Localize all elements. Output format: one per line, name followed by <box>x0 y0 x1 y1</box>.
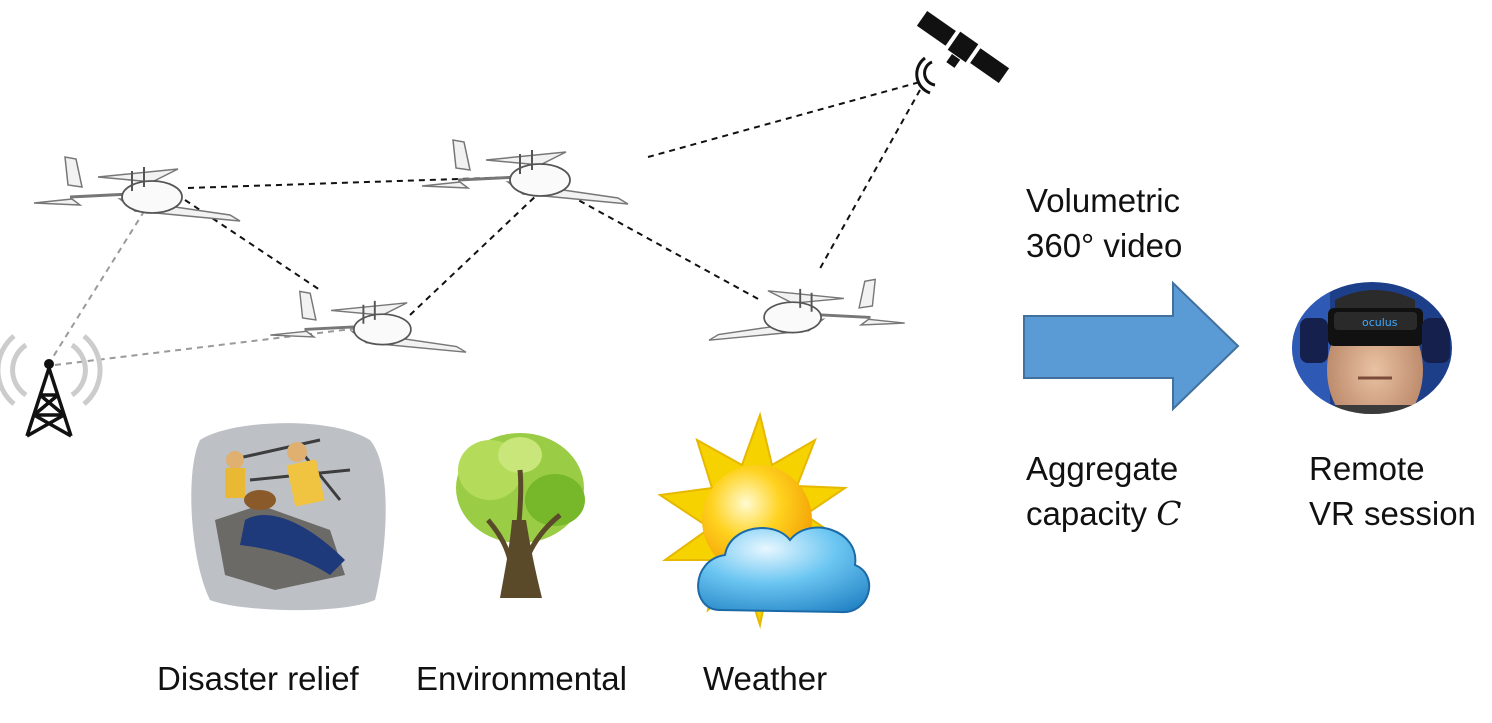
drone-icon <box>268 289 468 354</box>
capacity-prefix: capacity <box>1026 495 1157 532</box>
cell-tower-icon <box>0 334 103 438</box>
vr-label-line1: Remote <box>1309 450 1425 487</box>
vr-session-label: Remote VR session <box>1309 446 1476 536</box>
disaster-relief-label: Disaster relief <box>157 660 359 697</box>
tree-icon <box>456 433 585 598</box>
weather-label: Weather <box>703 660 828 697</box>
capacity-symbol: C <box>1156 494 1182 533</box>
video-label-line2: 360° video <box>1026 227 1183 264</box>
video-label-line1: Volumetric <box>1026 182 1181 219</box>
link-d2-d3 <box>409 191 541 316</box>
link-d3-d4 <box>559 189 761 301</box>
drone-icon <box>420 138 630 206</box>
vr-headset-user-icon: oculus <box>1292 282 1452 414</box>
drone-icon <box>32 155 242 223</box>
link-d3-sat <box>647 81 921 158</box>
svg-text:oculus: oculus <box>1362 316 1398 329</box>
dark-links <box>184 81 921 316</box>
capacity-label: Aggregate capacity C <box>1026 446 1181 536</box>
capacity-label-line2: capacity C <box>1026 491 1181 536</box>
disaster-relief-icon <box>191 423 386 611</box>
vr-label-line2: VR session <box>1309 495 1476 532</box>
sun-cloud-icon <box>657 411 871 629</box>
link-sat-d4 <box>817 89 921 273</box>
satellite-signal-icon <box>915 56 936 95</box>
environmental-label: Environmental <box>416 660 627 697</box>
link-tower-d1 <box>47 204 149 366</box>
arrow-right-icon <box>1023 280 1240 412</box>
gray-links <box>47 204 361 366</box>
capacity-label-line1: Aggregate <box>1026 450 1179 487</box>
satellite-icon <box>916 10 1010 84</box>
video-label: Volumetric 360° video <box>1026 178 1182 268</box>
